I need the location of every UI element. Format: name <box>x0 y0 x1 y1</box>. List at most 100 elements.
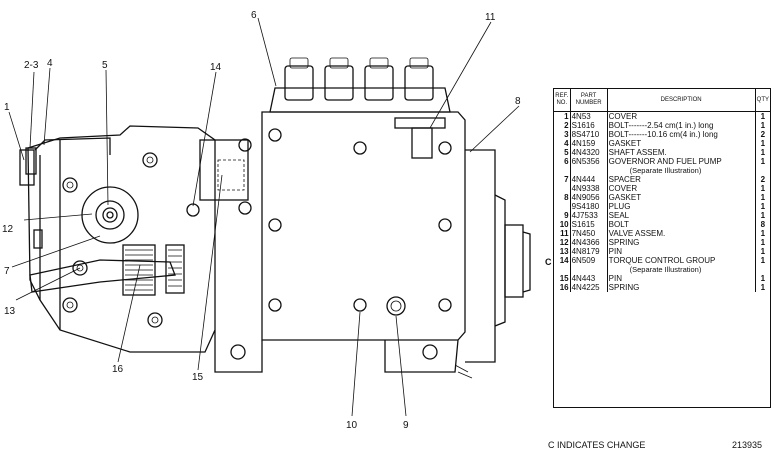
delivery-fittings <box>284 57 434 101</box>
callout-1: 1 <box>4 102 10 113</box>
row-description: BOLT <box>607 220 756 229</box>
row-part-number: 6N509 <box>570 256 608 265</box>
row-part-number: 6N5356 <box>570 157 608 166</box>
row-qty: 2 <box>760 130 766 139</box>
change-legend-note: C INDICATES CHANGE <box>548 440 646 450</box>
row-description: PLUG <box>607 202 756 211</box>
header-part: PART NUMBER <box>570 89 608 112</box>
header-desc: DESCRIPTION <box>607 89 756 112</box>
row-part-number: 4N4366 <box>570 238 608 247</box>
row-qty: 1 <box>760 139 766 148</box>
row-ref: 14 <box>554 256 571 265</box>
row-part-number: 7N450 <box>570 229 608 238</box>
callout-16: 16 <box>112 364 124 375</box>
figure-number: 213935 <box>732 440 763 450</box>
row-qty: 1 <box>760 229 766 238</box>
row-ref: 11 <box>554 229 571 238</box>
row-ref: 3 <box>554 130 571 139</box>
callout-15: 15 <box>192 372 204 383</box>
row-ref: 1 <box>554 111 571 121</box>
row-ref: 2 <box>554 121 571 130</box>
callout-8: 8 <box>515 96 521 107</box>
pump-body <box>214 57 466 373</box>
row-qty: 1 <box>760 211 766 220</box>
row-part-number: 4N8179 <box>570 247 608 256</box>
row-qty: 1 <box>760 121 766 130</box>
table-row: (Separate Illustration) <box>554 166 770 175</box>
row-ref: 16 <box>554 283 571 292</box>
change-marker: C <box>545 257 552 267</box>
row-part-number: 4N4320 <box>570 148 608 157</box>
row-qty: 2 <box>760 175 766 184</box>
row-part-number: 4N53 <box>570 111 608 121</box>
row-qty <box>755 166 770 175</box>
row-ref <box>554 202 571 211</box>
row-part-number: 8S4710 <box>570 130 608 139</box>
row-qty: 1 <box>760 184 766 193</box>
row-ref: 12 <box>554 238 571 247</box>
row-qty: 1 <box>760 274 766 283</box>
table-header-row: REF. NO. PART NUMBER DESCRIPTION QTY <box>554 89 770 112</box>
row-ref: 13 <box>554 247 571 256</box>
callout-10: 10 <box>346 420 358 431</box>
row-description: GASKET <box>607 139 756 148</box>
header-qty: QTY <box>755 89 770 112</box>
row-part-number <box>570 265 608 274</box>
row-part-number <box>570 166 608 175</box>
row-description: SPRING <box>607 238 756 247</box>
callout-6: 6 <box>251 10 257 21</box>
row-description: COVER <box>607 111 756 121</box>
row-ref <box>554 184 571 193</box>
governor-housing <box>19 125 252 353</box>
row-ref: 8 <box>554 193 571 202</box>
row-qty: 1 <box>760 202 766 211</box>
drive-end <box>454 149 531 379</box>
row-description: PIN <box>607 274 756 283</box>
callout-14: 14 <box>210 62 222 73</box>
row-ref: 10 <box>554 220 571 229</box>
row-part-number: 4N9338 <box>570 184 608 193</box>
row-description: BOLT-------2.54 cm(1 in.) long <box>607 121 756 130</box>
callout-7: 7 <box>4 266 10 277</box>
row-description: VALVE ASSEM. <box>607 229 756 238</box>
row-part-number: 4N443 <box>570 274 608 283</box>
row-ref: 4 <box>554 139 571 148</box>
callout-4: 4 <box>47 58 53 69</box>
fuel-pump-drawing: 1 2-3 4 5 6 7 8 9 10 11 12 13 14 15 16 <box>2 10 531 431</box>
row-description: SEAL <box>607 211 756 220</box>
row-part-number: 4N4225 <box>570 283 608 292</box>
row-ref <box>554 265 571 274</box>
row-qty: 1 <box>760 193 766 202</box>
table-row: (Separate Illustration) <box>554 265 770 274</box>
row-part-number: 4N444 <box>570 175 608 184</box>
row-description: TORQUE CONTROL GROUP <box>607 256 756 265</box>
row-qty: 1 <box>760 256 766 265</box>
row-description: COVER <box>607 184 756 193</box>
row-part-number: S1615 <box>570 220 608 229</box>
row-qty: 8 <box>760 220 766 229</box>
callout-11: 11 <box>485 12 496 23</box>
row-description: PIN <box>607 247 756 256</box>
row-ref: 9 <box>554 211 571 220</box>
callouts: 1 2-3 4 5 6 7 8 9 10 11 12 13 14 15 16 <box>2 10 521 431</box>
row-part-number: 4J7533 <box>570 211 608 220</box>
row-part-number: 4N159 <box>570 139 608 148</box>
callout-13: 13 <box>4 306 16 317</box>
row-description: SHAFT ASSEM. <box>607 148 756 157</box>
callout-2-3: 2-3 <box>24 60 39 71</box>
